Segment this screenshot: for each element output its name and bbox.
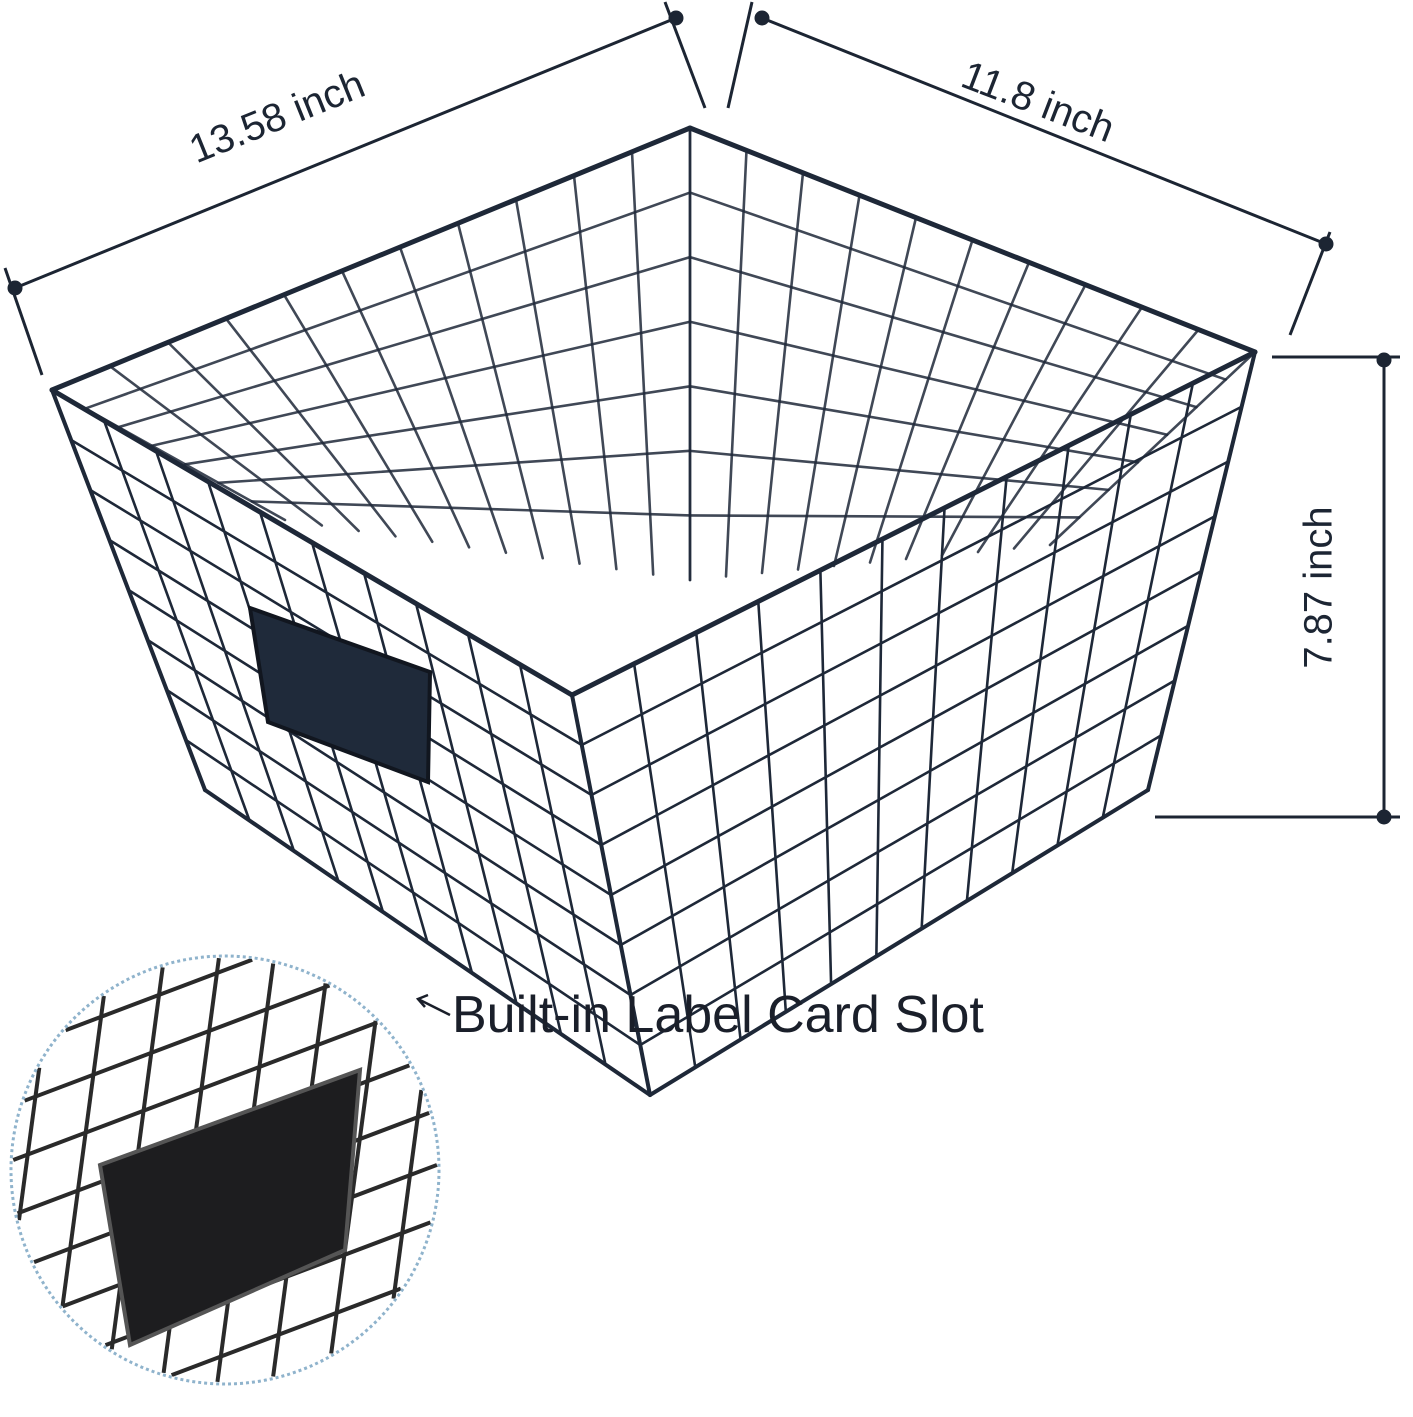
front-right-face-horizontal-wire xyxy=(609,569,1203,897)
back-right-face-horizontal-wire xyxy=(688,514,1081,519)
back-right-face-vertical-wire xyxy=(976,305,1144,554)
back-left-face-vertical-wire xyxy=(514,198,581,565)
back-right-face-horizontal-wire xyxy=(688,320,1169,437)
top-rim-wire xyxy=(569,349,1258,698)
back-right-face-vertical-wire xyxy=(1012,328,1200,550)
inset-wire xyxy=(170,1286,402,1378)
front-right-face-horizontal-wire xyxy=(619,624,1190,947)
front-right-face-horizontal-wire xyxy=(580,405,1243,747)
dimension-lines xyxy=(3,1,1400,825)
back-left-face-vertical-wire xyxy=(166,341,360,533)
inset-wire xyxy=(60,995,106,1307)
front-right-face-horizontal-wire xyxy=(629,679,1177,997)
top-rim-wire xyxy=(49,387,575,698)
back-right-face-vertical-wire xyxy=(940,283,1087,557)
inset-wire xyxy=(17,1067,42,1221)
back-right-face-vertical-wire xyxy=(724,149,748,578)
back-left-face-vertical-wire xyxy=(282,293,434,544)
front-left-face-horizontal-wire xyxy=(146,638,623,947)
back-left-face-vertical-wire xyxy=(224,317,397,538)
inset-wire xyxy=(23,983,331,1103)
front-right-face-horizontal-wire xyxy=(638,733,1163,1047)
back-right-face-vertical-wire xyxy=(1048,350,1257,547)
back-left-face-horizontal-wire xyxy=(250,500,692,517)
back-right-face-vertical-wire xyxy=(832,216,918,568)
back-left-face-horizontal-wire xyxy=(150,320,692,448)
back-left-face-horizontal-wire xyxy=(183,384,692,466)
front-corner-wire xyxy=(570,693,652,1097)
back-left-face-vertical-wire xyxy=(456,221,545,560)
back-right-face-horizontal-wire xyxy=(688,191,1228,381)
back-right-face-horizontal-wire xyxy=(688,255,1198,409)
back-right-face-vertical-wire xyxy=(868,238,974,564)
back-left-face-vertical-wire xyxy=(572,174,618,571)
back-left-face-vertical-wire xyxy=(398,245,508,555)
back-right-face-vertical-wire xyxy=(760,171,805,575)
back-left-face-vertical-wire xyxy=(630,150,655,576)
left-corner-wire xyxy=(50,388,207,792)
detail-inset xyxy=(9,954,441,1386)
label-card-closeup xyxy=(97,1067,363,1348)
back-right-face-horizontal-wire xyxy=(688,449,1110,492)
front-left-face-horizontal-wire xyxy=(165,688,632,997)
label-slot-callout: Built-in Label Card Slot xyxy=(452,986,984,1044)
front-right-face-horizontal-wire xyxy=(590,460,1230,797)
top-rim-wire xyxy=(687,125,1258,355)
back-left-face-horizontal-wire xyxy=(217,449,692,485)
wire-basket xyxy=(49,125,1258,1097)
callout-arrow-icon xyxy=(415,993,451,1017)
back-left-face-horizontal-wire xyxy=(117,255,692,429)
front-left-face-horizontal-wire xyxy=(184,738,642,1047)
bottom-edge-wire xyxy=(203,788,652,1097)
back-right-face-horizontal-wire xyxy=(688,384,1140,464)
back-left-face-horizontal-wire xyxy=(83,191,692,410)
back-left-face-vertical-wire xyxy=(340,269,471,549)
back-right-face-vertical-wire xyxy=(904,261,1031,561)
inset-wire xyxy=(329,1020,378,1354)
label-card-slot xyxy=(247,604,433,785)
height-label: 7.87 inch xyxy=(1296,506,1341,669)
back-right-face-vertical-wire xyxy=(796,193,861,571)
front-right-face-horizontal-wire xyxy=(599,514,1217,847)
front-left-face-horizontal-wire xyxy=(69,438,584,747)
right-corner-wire xyxy=(1146,350,1257,792)
inset-wire xyxy=(391,1089,424,1299)
top-rim-wire xyxy=(49,125,693,393)
back-left-face-vertical-wire xyxy=(108,364,324,527)
bottom-edge-wire xyxy=(648,788,1150,1097)
